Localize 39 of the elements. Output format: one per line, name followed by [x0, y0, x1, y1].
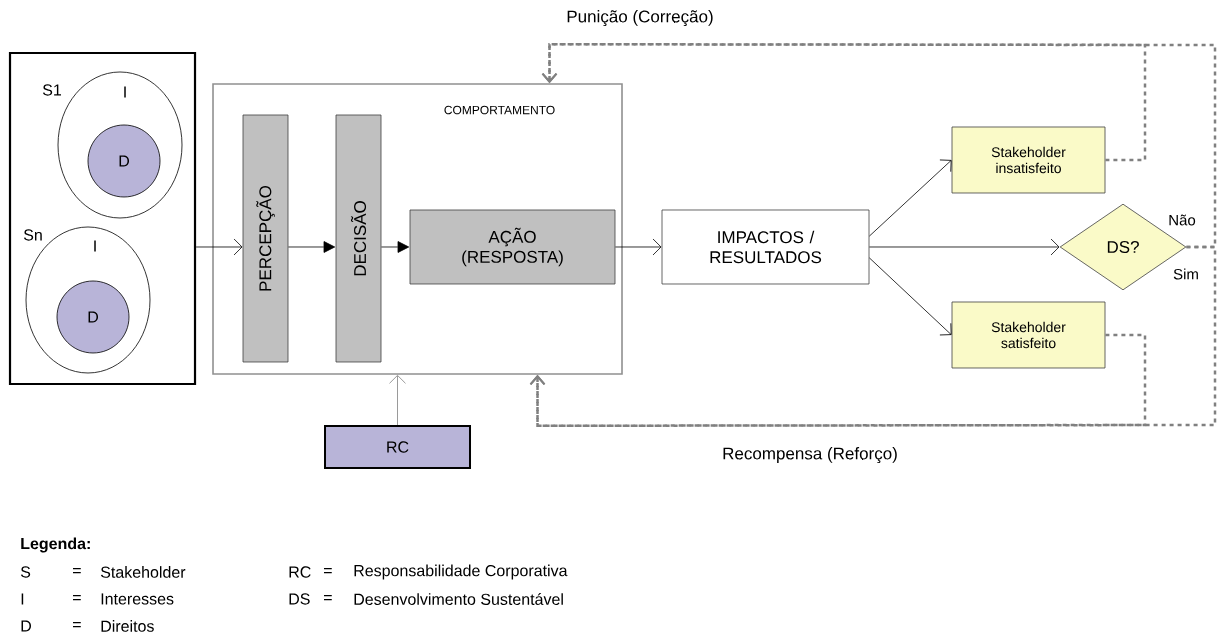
stakeholder-label: S1: [42, 84, 61, 96]
legend-heading: Legenda:: [21, 537, 90, 553]
legend-text: Stakeholder: [100, 566, 186, 578]
decision-bar: DECISÃO: [335, 114, 382, 363]
legend-text: RC: [289, 566, 311, 578]
box-title: COMPORTAMENTO: [444, 105, 555, 115]
legend-text: Desenvolvimento Sustentável: [354, 593, 563, 605]
legend-text: =: [324, 568, 332, 574]
edge-label: Recompensa (Reforço): [721, 446, 899, 464]
legend-text: DS: [289, 593, 310, 605]
interest-label: I: [124, 86, 126, 98]
legend-text: =: [73, 622, 81, 628]
legend-text: =: [73, 568, 81, 574]
arrow: [869, 257, 952, 336]
outcome-box: Stakeholder insatisfeito: [951, 126, 1106, 194]
action-box: AÇÃO (RESPOSTA): [409, 209, 616, 285]
arrow: [869, 238, 1060, 256]
outcome-box: Stakeholder satisfeito: [951, 301, 1106, 369]
legend-text: Interesses: [101, 593, 174, 605]
perception-bar: PERCEPÇÃO: [242, 114, 289, 363]
results-box: IMPACTOS / RESULTADOS: [661, 209, 870, 285]
arrow: [869, 159, 952, 237]
arrow: [288, 241, 336, 253]
legend-text: =: [324, 595, 332, 601]
arrow: [615, 238, 662, 256]
feedback-arrow: [529, 333, 1147, 428]
rc-box: RC: [324, 425, 471, 469]
arrow: [381, 241, 410, 253]
edge-label: Punição (Correção): [565, 9, 715, 27]
stakeholder-label: Sn: [23, 229, 42, 241]
arrow: [389, 374, 406, 426]
legend-text: Direitos: [101, 620, 154, 632]
legend-text: D: [21, 620, 31, 632]
legend-text: I: [21, 593, 24, 605]
arrow: [195, 238, 243, 256]
interest-label: I: [94, 240, 96, 252]
legend-text: S: [20, 566, 31, 578]
legend-text: Responsabilidade Corporativa: [354, 564, 568, 580]
legend-text: =: [73, 595, 81, 601]
